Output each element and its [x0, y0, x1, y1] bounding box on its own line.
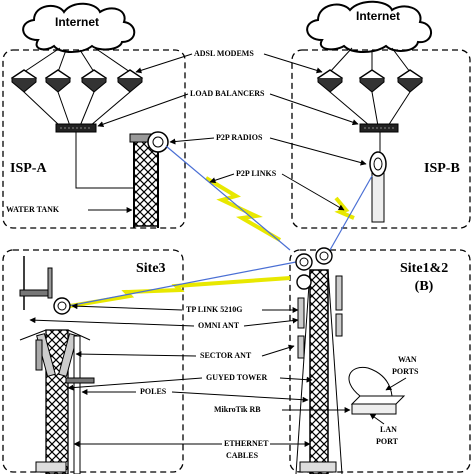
label-guyed-tower: GUYED TOWER	[206, 373, 267, 382]
wan-cable	[348, 366, 393, 397]
site12-router-icon	[299, 461, 337, 473]
adsl-modem-icon	[358, 69, 386, 93]
p2p-lightning-isp-a	[204, 176, 282, 242]
site12-omni-antennas	[297, 275, 343, 359]
site12-guyed-tower	[295, 269, 343, 474]
adsl-modem-icon	[316, 69, 344, 93]
site3-radio-icon	[53, 297, 71, 315]
cloud-modem-lines-right	[329, 47, 411, 73]
adsl-modem-icon	[44, 69, 72, 93]
label-tp-link: TP LINK 5210G	[186, 305, 242, 314]
label-mikrotik: MikroTik RB	[214, 405, 261, 414]
site3-poles	[65, 335, 95, 474]
link-line-b	[329, 175, 373, 251]
region-isp-a	[2, 49, 186, 229]
cloud-modem-lines-left	[23, 45, 131, 73]
site12-radio-icon	[296, 274, 312, 290]
adsl-modem-icon	[116, 69, 144, 93]
label-p2p-links: P2P LINKS	[236, 169, 277, 178]
link-line-site	[67, 261, 297, 307]
adsl-modem-icon	[80, 69, 108, 93]
label-poles: POLES	[140, 387, 167, 396]
region-site3	[2, 249, 184, 473]
region-label-isp-b: ISP-B	[424, 161, 460, 176]
label-load-balancers: LOAD BALANCERS	[190, 89, 265, 98]
mikrotik-router-icon	[350, 395, 406, 415]
p2p-radio-icon	[369, 151, 387, 177]
water-tank-tower	[129, 133, 163, 228]
internet-cloud-left: Internet	[22, 2, 136, 53]
load-balancer-right-icon	[359, 123, 399, 133]
cloud-left-label: Internet	[55, 15, 99, 29]
label-wan-ports: PORTS	[392, 367, 419, 376]
label-omni-ant: OMNI ANT	[198, 321, 240, 330]
p2p-lightning-isp-b	[334, 196, 355, 220]
link-line-a	[165, 145, 291, 251]
site12-radio-icon	[295, 253, 313, 271]
site3-mast	[19, 256, 53, 310]
cloud-right-label: Internet	[356, 9, 400, 23]
load-balancer-left-icon	[55, 123, 97, 133]
site12-radio-icon	[315, 247, 333, 265]
label-sector-ant: SECTOR ANT	[200, 351, 252, 360]
region-label-site12: Site1&2	[400, 261, 448, 276]
label-adsl-modems: ADSL MODEMS	[194, 49, 254, 58]
site3-router-icon	[35, 461, 67, 473]
label-ethernet: ETHERNET	[224, 439, 269, 448]
label-lan-port: PORT	[376, 437, 399, 446]
label-lan: LAN	[380, 425, 397, 434]
p2p-lightning-site	[69, 276, 291, 308]
cable-isp-a	[75, 132, 134, 189]
annotation-arrows	[29, 53, 407, 447]
region-site12	[289, 249, 471, 473]
adsl-modem-icon	[396, 69, 424, 93]
internet-cloud-right: Internet	[306, 0, 432, 53]
region-isp-b	[291, 49, 471, 229]
modem-balancer-lines	[23, 91, 411, 127]
label-water-tank: WATER TANK	[6, 205, 60, 214]
label-wan: WAN	[398, 355, 417, 364]
site3-sector-antennas	[35, 333, 78, 377]
adsl-modem-icon	[10, 69, 38, 93]
region-label-site12-sub: (B)	[415, 279, 434, 294]
p2p-radio-icon	[147, 131, 169, 153]
label-p2p-radios: P2P RADIOS	[216, 133, 263, 142]
label-cables: CABLES	[226, 451, 259, 460]
region-label-site3: Site3	[136, 261, 166, 276]
region-label-isp-a: ISP-A	[10, 161, 47, 176]
